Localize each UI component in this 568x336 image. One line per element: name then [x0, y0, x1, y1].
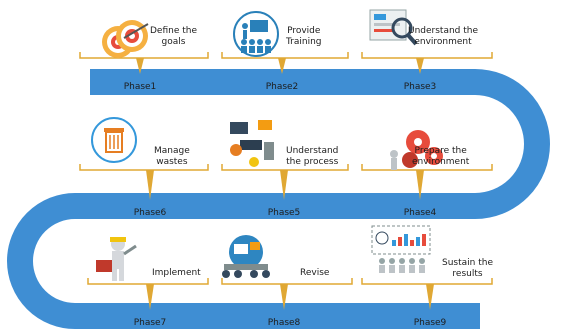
phase-card-1 [79, 20, 209, 74]
phase-card-4 [361, 130, 493, 200]
card-bracket [221, 52, 349, 59]
phase-card-8 [221, 235, 353, 310]
phase-pin [280, 170, 288, 200]
phase-label-8: Phase8 [267, 318, 301, 328]
training-presentation-icon [233, 11, 279, 57]
trash-bin-icon [91, 117, 137, 163]
phase-label-9: Phase9 [413, 318, 447, 328]
phase-card-6 [79, 117, 209, 200]
phase-pin [136, 58, 144, 74]
presentation-board-icon [371, 225, 431, 273]
phase-pin [416, 58, 424, 74]
team-meeting-icon [222, 235, 270, 278]
phase-card-3 [361, 9, 493, 74]
magnifier-document-icon [369, 9, 418, 46]
serpentine-road [7, 69, 550, 329]
worker-toolbox-icon [96, 237, 137, 281]
phase-pin [416, 170, 424, 200]
step-title-8: Revise [300, 268, 330, 278]
card-bracket [361, 164, 493, 171]
phase-pin [278, 58, 286, 74]
step-title-7: Implement [152, 268, 201, 278]
phase-label-6: Phase6 [133, 208, 167, 218]
phase-pin [280, 284, 288, 310]
card-bracket [221, 278, 353, 285]
gears-icon [390, 130, 443, 170]
phase-label-1: Phase1 [123, 82, 157, 92]
phase-pin [146, 170, 154, 200]
phase-label-3: Phase3 [403, 82, 437, 92]
phase-label-4: Phase4 [403, 208, 437, 218]
phase-label-5: Phase5 [267, 208, 301, 218]
card-bracket [361, 52, 493, 59]
phase-card-5 [221, 120, 349, 200]
phase-label-2: Phase2 [265, 82, 299, 92]
phase-card-9 [361, 225, 493, 310]
phase-card-7 [87, 237, 209, 310]
phase-label-7: Phase7 [133, 318, 167, 328]
phase-pin [146, 284, 154, 310]
card-bracket [79, 52, 209, 59]
target-icon [102, 20, 149, 58]
process-worker-icon [230, 120, 274, 167]
phase-pin [426, 284, 434, 310]
phase-card-2 [221, 11, 349, 74]
card-bracket [79, 164, 209, 171]
